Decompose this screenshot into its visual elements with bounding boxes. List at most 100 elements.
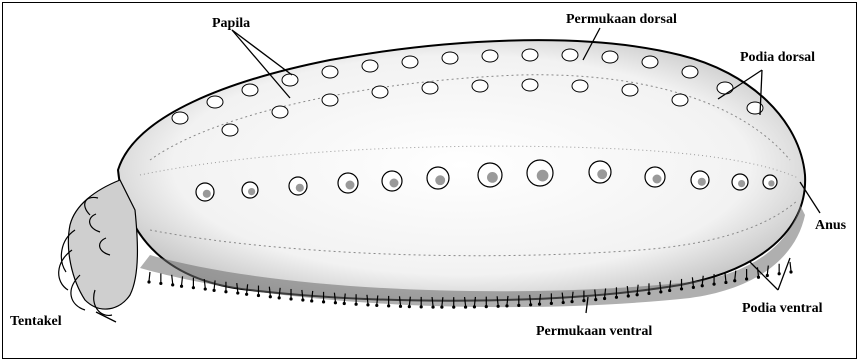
papilla [322, 94, 338, 106]
nodule-shade [738, 180, 745, 187]
podium-tip [615, 296, 618, 299]
papilla [572, 80, 588, 92]
papilla [642, 56, 658, 68]
papilla [482, 50, 498, 62]
label-permukaan-dorsal: Permukaan dorsal [566, 12, 677, 28]
podium [149, 272, 150, 281]
podium-tip [733, 279, 736, 282]
nodule-shade [698, 178, 706, 186]
podium-tip [745, 277, 748, 280]
podium-tip [692, 286, 695, 289]
podium-tip [440, 306, 443, 309]
podium-tip [147, 280, 150, 283]
nodule-shade [203, 190, 211, 198]
podium-tip [322, 300, 325, 303]
podium-tip [192, 286, 195, 289]
podium-tip [594, 298, 597, 301]
label-tentakel: Tentakel [10, 314, 62, 330]
papilla [522, 79, 538, 91]
papilla [402, 56, 418, 68]
podium-tip [680, 287, 683, 290]
podium-tip [497, 305, 500, 308]
podium-tip [464, 305, 467, 308]
podium-tip [224, 290, 227, 293]
label-permukaan-ventral: Permukaan ventral [536, 324, 652, 340]
papilla [602, 51, 618, 63]
nodule-shade [653, 175, 662, 184]
podium-tip [408, 305, 411, 308]
podium-tip [278, 296, 281, 299]
podium-tip [204, 287, 207, 290]
podium-tip [257, 294, 260, 297]
podium-tip [647, 292, 650, 295]
nodule-shade [537, 170, 549, 182]
podium-tip [171, 283, 174, 286]
podium-tip [636, 293, 639, 296]
podium-tip [778, 272, 781, 275]
papilla [282, 74, 298, 86]
nodule-shade [248, 188, 255, 195]
label-podia-dorsal: Podia dorsal [740, 50, 815, 66]
podium-tip [473, 305, 476, 308]
papilla [372, 86, 388, 98]
label-papila: Papila [212, 16, 250, 32]
papilla [442, 52, 458, 64]
papilla [222, 124, 238, 136]
podium-tip [582, 299, 585, 302]
papilla [242, 84, 258, 96]
papilla [717, 82, 733, 94]
nodule-shade [597, 169, 607, 179]
podium-tip [766, 274, 769, 277]
podium-tip [603, 297, 606, 300]
podium-tip [789, 270, 792, 273]
podium-tip [529, 303, 532, 306]
podium-tip [505, 304, 508, 307]
podium-tip [757, 276, 760, 279]
podium-tip [289, 297, 292, 300]
podium-tip [334, 301, 337, 304]
podium-tip [375, 304, 378, 307]
podium-tip [269, 295, 272, 298]
papilla [522, 49, 538, 61]
podium-tip [485, 305, 488, 308]
papilla [682, 66, 698, 78]
papilla [272, 106, 288, 118]
podium-tip [550, 302, 553, 305]
podium-tip [310, 299, 313, 302]
label-podia-ventral: Podia ventral [742, 301, 823, 317]
podium-tip [538, 303, 541, 306]
nodule-shade [296, 184, 304, 192]
podium-tip [343, 302, 346, 305]
papilla [472, 80, 488, 92]
podium-tip [236, 291, 239, 294]
podium-tip [245, 293, 248, 296]
podium-tip [452, 306, 455, 309]
podium-tip [562, 301, 565, 304]
podium-tip [399, 305, 402, 308]
papilla [362, 60, 378, 72]
label-anus: Anus [815, 218, 846, 234]
tentacles [59, 180, 138, 315]
podium-tip [724, 281, 727, 284]
podium-tip [627, 294, 630, 297]
papilla [207, 96, 223, 108]
nodule-shade [346, 181, 355, 190]
podium-tip [659, 290, 662, 293]
papilla [622, 84, 638, 96]
podium-tip [668, 289, 671, 292]
nodule-shade [487, 172, 498, 183]
nodule-shade [390, 179, 399, 188]
podium-tip [431, 305, 434, 308]
podium-tip [420, 305, 423, 308]
nodule-shade [768, 180, 774, 186]
podium-tip [701, 284, 704, 287]
podium-tip [366, 303, 369, 306]
papilla [322, 66, 338, 78]
papilla [422, 82, 438, 94]
podium-tip [712, 283, 715, 286]
podium-tip [387, 304, 390, 307]
body-outline [118, 40, 805, 301]
podium [790, 262, 791, 271]
papilla [172, 112, 188, 124]
